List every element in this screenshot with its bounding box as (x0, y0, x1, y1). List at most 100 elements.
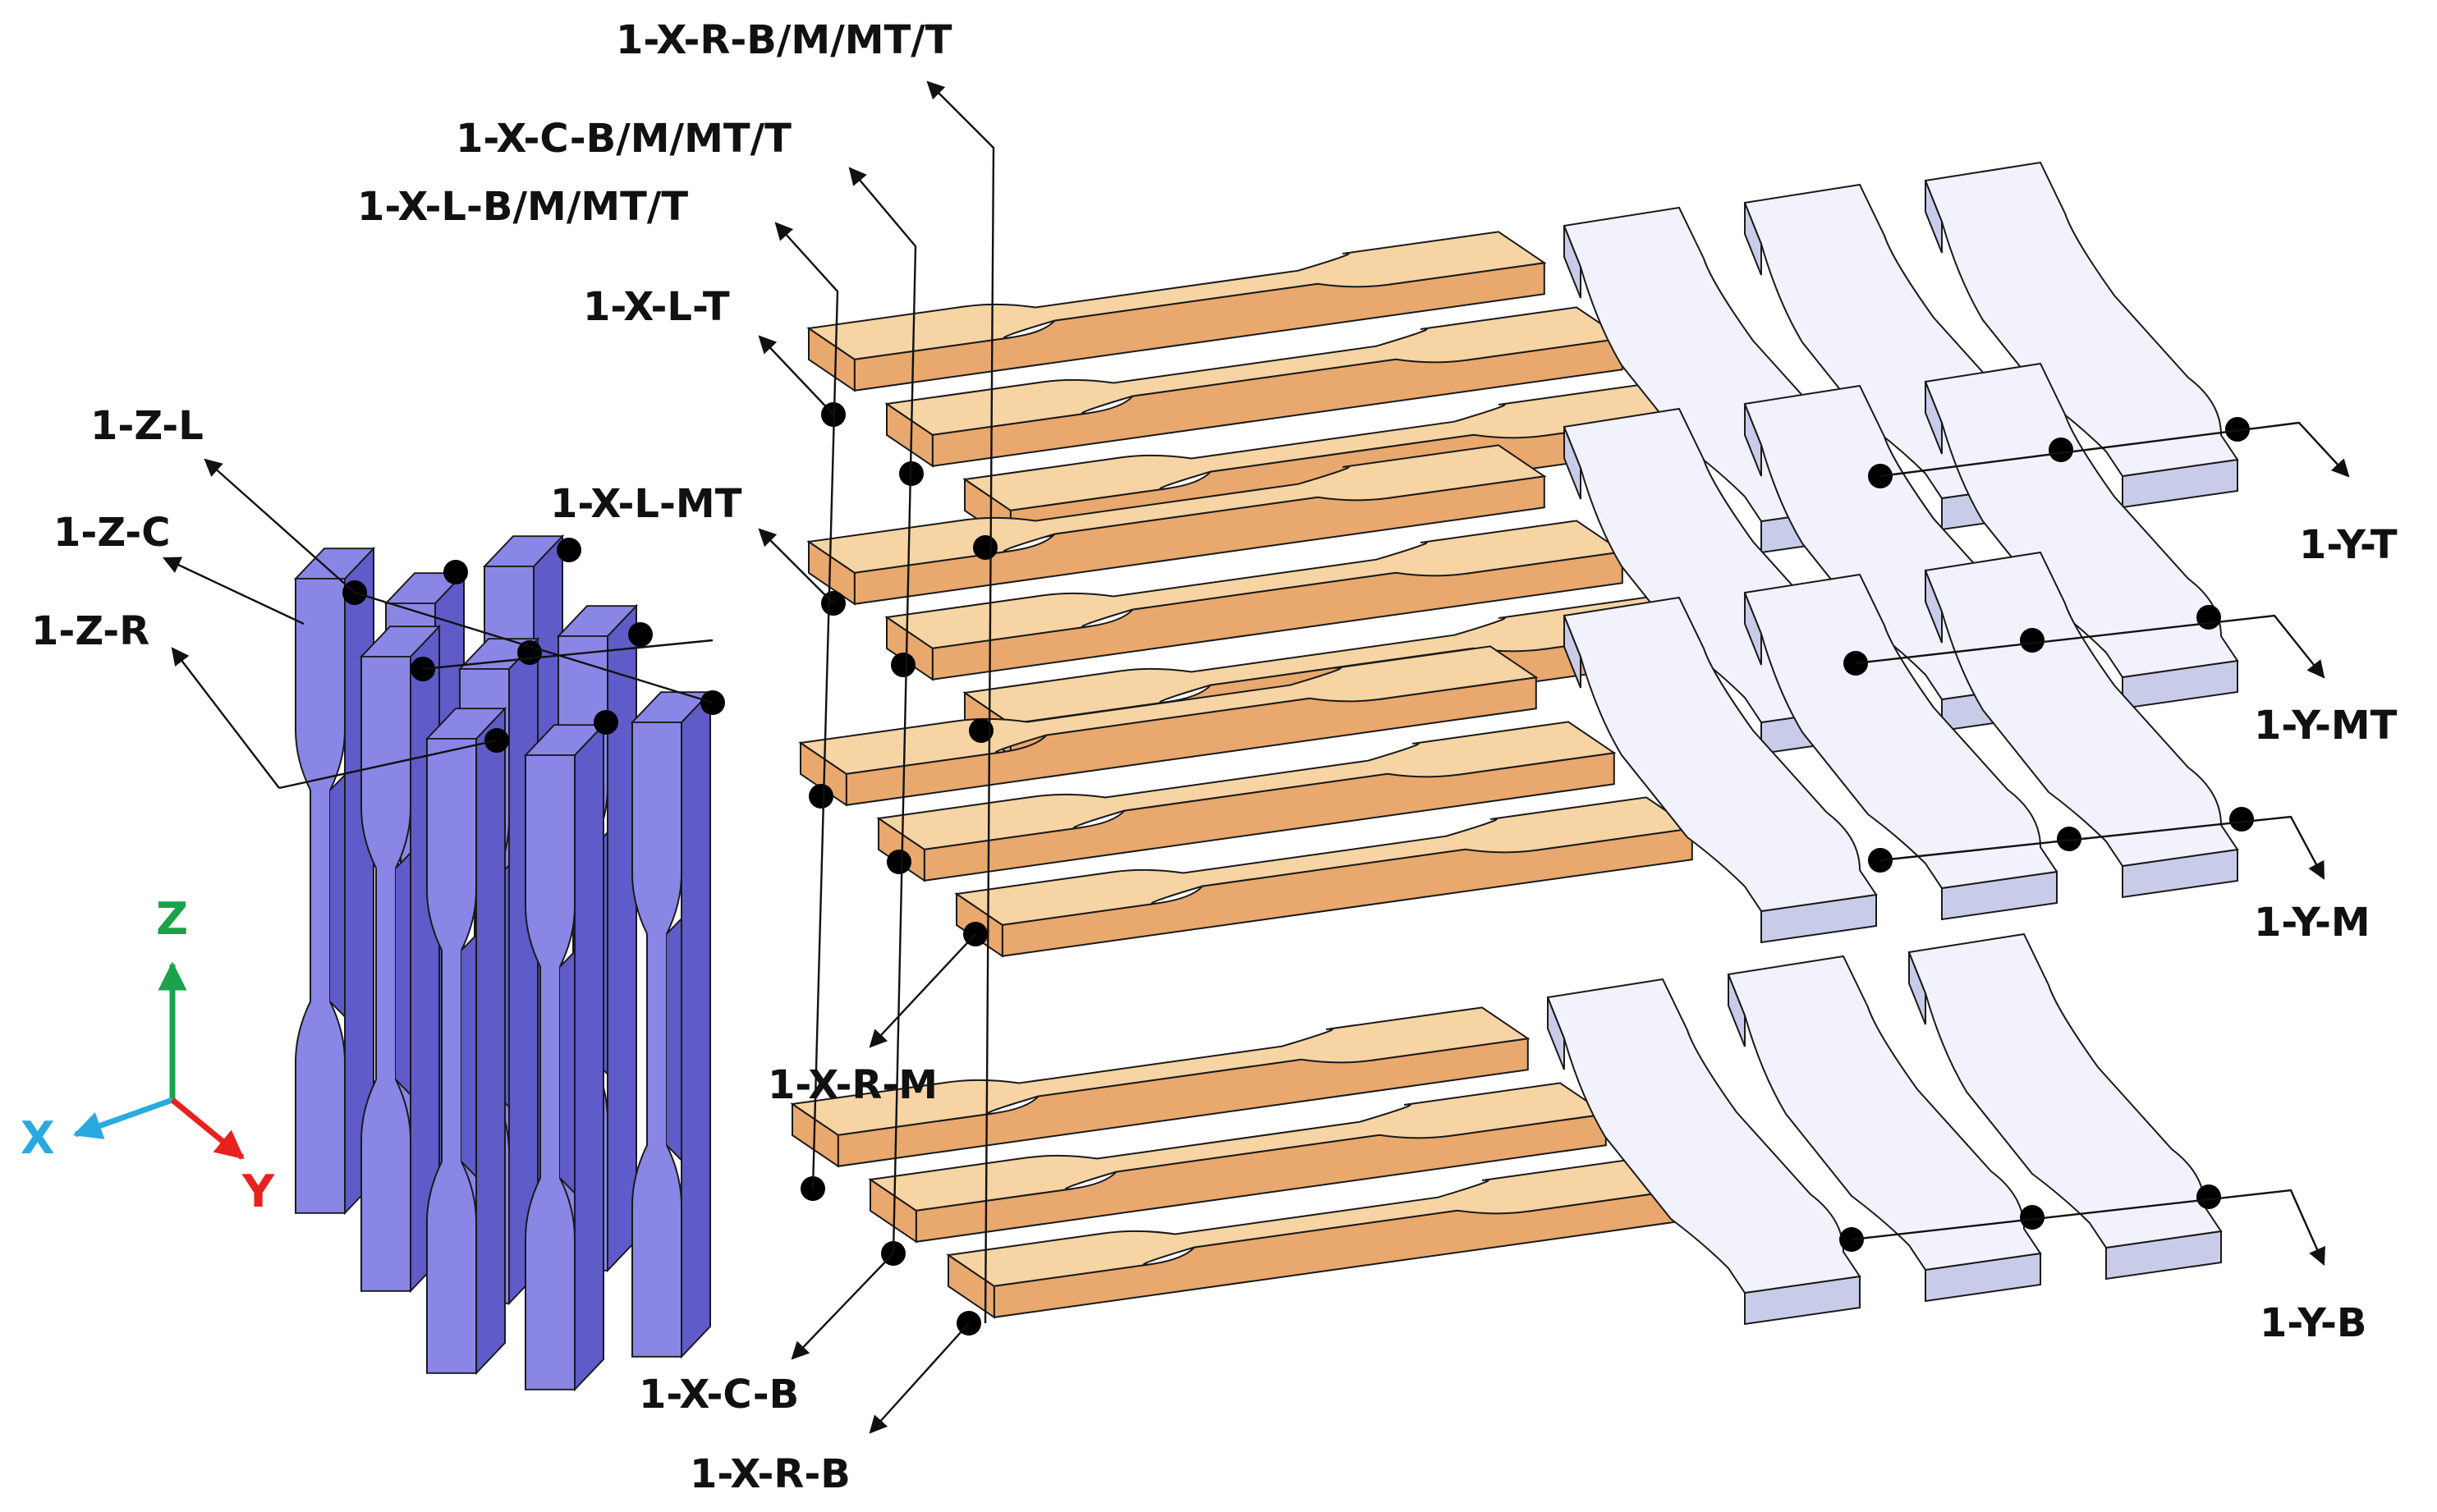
measurement-point (557, 538, 581, 562)
leader-lines (163, 80, 2350, 1434)
coordinate-axes: Z X Y (21, 893, 275, 1217)
label-z-r: 1-Z-R (31, 608, 149, 654)
leader-line (791, 1253, 894, 1360)
y-specimen (1563, 596, 1878, 944)
label-x-c-all: 1-X-C-B/M/MT/T (456, 116, 792, 162)
z-specimen-front-face (295, 578, 346, 1214)
leader-line (758, 335, 834, 415)
label-z-l: 1-Z-L (90, 403, 204, 449)
z-specimen-front-face (631, 722, 682, 1358)
label-y-mt: 1-Y-MT (2254, 703, 2398, 749)
specimen-top-face (1727, 955, 2042, 1271)
y-specimen-group (1546, 161, 2239, 1326)
z-specimen-side-face (607, 603, 637, 1273)
measurement-point (2049, 438, 2073, 462)
measurement-point (594, 710, 618, 735)
measurement-point (887, 850, 911, 874)
label-x-r-all: 1-X-R-B/M/MT/T (616, 17, 952, 63)
axis-y-label: Y (241, 1166, 275, 1217)
measurement-point (969, 718, 994, 743)
leader-line (926, 80, 995, 1324)
z-specimen-groove (559, 949, 576, 1195)
measurement-point (2020, 1205, 2045, 1230)
z-specimen-front-face (360, 656, 411, 1292)
specimen-top-face (1924, 161, 2239, 478)
label-y-m: 1-Y-M (2254, 900, 2370, 946)
specimen-top-face (1907, 932, 2223, 1249)
label-z-c: 1-Z-C (53, 510, 170, 556)
measurement-point (973, 535, 998, 560)
y-specimen (1924, 161, 2239, 509)
measurement-point (2196, 1184, 2221, 1209)
x-specimen (946, 1157, 1687, 1319)
z-specimen-front-face (426, 738, 477, 1374)
measurement-point (2229, 807, 2254, 832)
specimen-top-face (876, 721, 1617, 850)
leader-line (774, 222, 839, 1189)
label-x-r-b: 1-X-R-B (690, 1451, 851, 1497)
specimen-top-face (1563, 596, 1878, 913)
z-specimen (523, 722, 606, 1392)
measurement-point (443, 560, 468, 584)
leader-line (171, 647, 280, 789)
leader-line (869, 1322, 970, 1434)
z-specimen (425, 706, 507, 1376)
specimen-top-face (790, 1006, 1531, 1136)
y-specimen (1546, 978, 1861, 1326)
leader-line (869, 933, 976, 1048)
x-specimen (876, 721, 1617, 882)
z-specimen-groove (666, 916, 682, 1162)
label-x-l-mt: 1-X-L-MT (550, 481, 742, 527)
label-y-b: 1-Y-B (2260, 1300, 2366, 1346)
specimen-top-face (1924, 362, 2239, 679)
x-specimen (868, 1082, 1609, 1244)
z-specimen (359, 624, 442, 1294)
y-specimen (1924, 362, 2239, 710)
leader-line (1879, 421, 2350, 478)
leader-line (1855, 614, 2325, 679)
x-specimen-group (790, 231, 1703, 1319)
axis-y-arrow (170, 1097, 245, 1160)
leader-line (278, 739, 498, 790)
leader-line (354, 591, 714, 704)
y-specimen (1727, 955, 2042, 1303)
specimen-top-face (1924, 551, 2239, 868)
label-x-r-m: 1-X-R-M (768, 1062, 938, 1108)
leader-line (848, 167, 917, 1254)
leader-line (1879, 815, 2325, 880)
x-specimen (884, 520, 1625, 681)
y-specimen (1743, 573, 2058, 921)
x-specimen (954, 796, 1695, 958)
measurement-point (2020, 628, 2045, 653)
z-specimen-groove (395, 850, 411, 1097)
z-specimen-group (293, 534, 713, 1392)
x-specimen (790, 1006, 1531, 1168)
axis-x-label: X (21, 1112, 55, 1164)
z-specimen-side-face (681, 690, 711, 1359)
z-specimen-side-face (475, 706, 506, 1376)
leader-line (204, 458, 356, 593)
axis-z-label: Z (156, 893, 188, 945)
measurement-point (2225, 417, 2250, 442)
measurement-point (2196, 605, 2221, 630)
leader-line (758, 528, 834, 604)
leader-line (163, 557, 305, 625)
z-specimen-side-face (574, 722, 604, 1392)
z-specimen (293, 546, 376, 1216)
y-specimen (1924, 551, 2239, 899)
specimen-top-face (1546, 978, 1861, 1294)
label-y-t: 1-Y-T (2299, 522, 2398, 568)
z-specimen (630, 690, 713, 1359)
y-specimen (1907, 932, 2223, 1281)
measurement-point (809, 784, 833, 809)
label-x-l-t: 1-X-L-T (583, 284, 730, 330)
measurement-point (891, 653, 916, 677)
measurement-point (628, 622, 653, 647)
specimen-top-face (1743, 573, 2058, 890)
leader-line (1851, 1189, 2325, 1266)
label-x-c-b: 1-X-C-B (639, 1372, 799, 1418)
axis-x-arrow (72, 1097, 174, 1139)
z-specimen-front-face (525, 754, 576, 1391)
labels: 1-X-R-B/M/MT/T 1-X-C-B/M/MT/T 1-X-L-B/M/… (31, 17, 2398, 1497)
